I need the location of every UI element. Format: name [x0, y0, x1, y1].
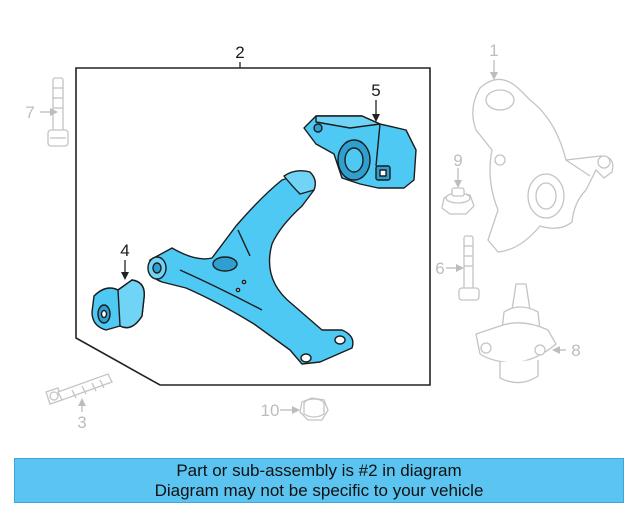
- callout-4[interactable]: 4: [120, 241, 129, 260]
- ball-joint-8-part[interactable]: [475, 283, 557, 384]
- steering-knuckle-1-part[interactable]: [472, 78, 614, 253]
- bolt-6-part[interactable]: [458, 235, 480, 301]
- callout-5[interactable]: 5: [371, 81, 380, 100]
- bushing-4-part[interactable]: [91, 279, 145, 331]
- nut-10-part[interactable]: [299, 397, 329, 421]
- banner-line-1: Part or sub-assembly is #2 in diagram: [176, 460, 462, 480]
- nut-9-part[interactable]: [441, 187, 475, 215]
- callout-labels: 2 5 4 1 7 3 10 9 6 8: [25, 41, 580, 432]
- callout-3[interactable]: 3: [77, 413, 86, 432]
- bushing-5-part[interactable]: [303, 115, 417, 189]
- callout-2[interactable]: 2: [235, 43, 244, 62]
- ghost-parts: [45, 77, 614, 421]
- bolt-7-part[interactable]: [47, 77, 69, 147]
- callout-1[interactable]: 1: [489, 41, 498, 60]
- bolt-3-part[interactable]: [45, 373, 113, 405]
- callout-8[interactable]: 8: [571, 341, 580, 360]
- part-info-banner: Part or sub-assembly is #2 in diagram Di…: [14, 458, 624, 503]
- callout-10[interactable]: 10: [261, 401, 280, 420]
- leader-lines: [40, 60, 566, 414]
- highlighted-parts: [91, 115, 417, 365]
- callout-9[interactable]: 9: [453, 151, 462, 170]
- control-arm-2-part[interactable]: [147, 169, 354, 365]
- callout-6[interactable]: 6: [435, 259, 444, 278]
- callout-7[interactable]: 7: [25, 103, 34, 122]
- banner-line-2: Diagram may not be specific to your vehi…: [154, 480, 484, 500]
- assembly-outline: [75, 67, 431, 386]
- parts-diagram: 2 5 4 1 7 3 10 9 6 8: [25, 41, 614, 432]
